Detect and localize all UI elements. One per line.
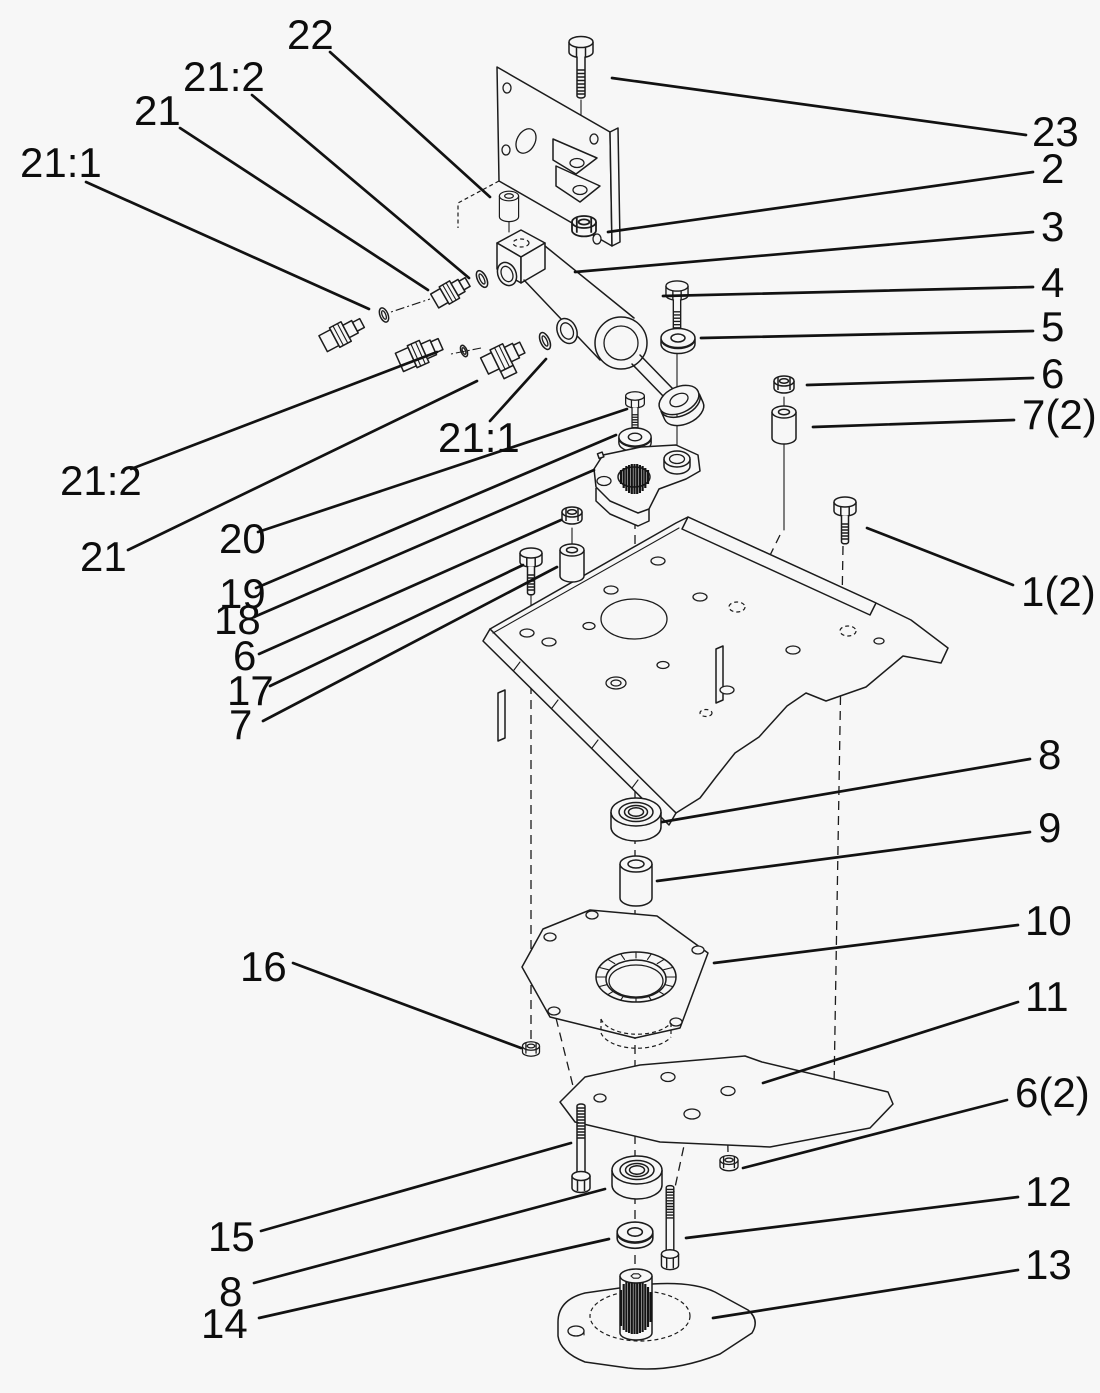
hex-bolt-17	[519, 547, 543, 596]
lock-nut-16	[521, 1041, 541, 1057]
callout-14: 14	[201, 1300, 248, 1347]
callout-17: 17	[227, 667, 274, 714]
washer-14	[616, 1221, 654, 1250]
lock-nut-6	[719, 1154, 739, 1172]
hex-socket	[630, 1273, 642, 1279]
callout-7: 7	[229, 701, 252, 748]
front-flange	[482, 628, 677, 826]
callout-21-2: 21:2	[183, 53, 265, 100]
bearing-8	[610, 797, 662, 842]
callout-labels: 22 21:2 21 21:1 23 2 3 4 5 6 7(2) 1(2) 2…	[20, 11, 1097, 1347]
callout-18: 18	[214, 596, 261, 643]
hydraulic-cylinder	[496, 229, 705, 427]
callout-13: 13	[1025, 1241, 1072, 1288]
lock-nut-6	[773, 375, 795, 394]
callout-6-2: 6(2)	[1015, 1069, 1090, 1116]
callout-1-2: 1(2)	[1021, 568, 1096, 615]
rod-end-eye	[658, 384, 705, 427]
tab	[497, 689, 506, 742]
callout-21-1: 21:1	[438, 414, 520, 461]
hex-bolt-1	[833, 496, 857, 545]
callout-22: 22	[287, 11, 334, 58]
callout-10: 10	[1025, 897, 1072, 944]
splined-shaft	[619, 1268, 653, 1341]
clevis-tab	[555, 165, 601, 203]
callout-6: 6	[233, 632, 256, 679]
callout-3: 3	[1041, 203, 1064, 250]
callout-5: 5	[1041, 303, 1064, 350]
spacer-7	[559, 543, 585, 583]
hose-fitting-21	[318, 317, 366, 353]
callout-9: 9	[1038, 804, 1061, 851]
spacer-22	[498, 190, 520, 223]
bearing-plate-10	[521, 909, 709, 1049]
callout-7-2: 7(2)	[1022, 391, 1097, 438]
bottom-stack	[557, 1103, 756, 1370]
leader-lines	[84, 50, 1035, 1320]
callout-11: 11	[1025, 973, 1069, 1020]
axis-bolt12	[673, 1117, 691, 1193]
base-plate-13	[557, 1268, 756, 1370]
callout-6: 6	[1041, 350, 1064, 397]
clevis-tab	[552, 138, 598, 175]
spacer-9	[619, 855, 653, 907]
hidden-edge	[457, 180, 500, 228]
cylinder-port	[496, 261, 518, 287]
o-ring	[475, 269, 489, 289]
main-mounting-plate	[482, 516, 949, 826]
callout-23: 23	[1032, 108, 1079, 155]
bearing-8	[611, 1155, 663, 1200]
callout-16: 16	[240, 943, 287, 990]
rear-rail	[681, 516, 877, 616]
callout-21-1: 21:1	[20, 139, 102, 186]
cylinder-rod	[631, 354, 674, 399]
bearing-race-hatch	[595, 951, 677, 1003]
hex-bolt-12	[660, 1184, 680, 1271]
hex-bolt-20	[625, 391, 645, 433]
steering-arm-assembly	[519, 280, 857, 596]
hose-fitting-21	[394, 337, 444, 373]
tab	[715, 645, 724, 704]
o-ring	[538, 331, 552, 351]
callout-8: 8	[1038, 731, 1061, 778]
cylinder-port	[556, 317, 578, 345]
callout-21: 21	[80, 533, 127, 580]
elbow-fitting-21-2	[429, 276, 471, 309]
lock-nut-6	[561, 506, 583, 525]
support-bracket-11	[559, 1055, 894, 1148]
callout-8b: 8	[219, 1268, 242, 1315]
lock-nut-2	[571, 215, 597, 238]
callout-21: 21	[134, 87, 181, 134]
callout-12: 12	[1025, 1168, 1072, 1215]
steering-shaft-hole	[600, 598, 668, 640]
callout-20: 20	[219, 515, 266, 562]
hydraulic-fittings	[318, 269, 552, 380]
callout-15: 15	[208, 1213, 255, 1260]
column-stack	[521, 797, 894, 1148]
steering-arm-18	[593, 444, 701, 527]
washer-5	[660, 327, 696, 355]
upper-mounting-bracket	[496, 35, 621, 247]
callout-4: 4	[1041, 259, 1064, 306]
spacer-7	[771, 405, 797, 445]
elbow-fitting-21-2	[479, 341, 526, 380]
hex-bolt-23	[568, 35, 594, 99]
o-ring-21-1	[378, 307, 390, 323]
callout-2: 2	[1041, 145, 1064, 192]
spline-bore	[619, 464, 650, 494]
callout-19: 19	[219, 570, 266, 617]
callout-21-2: 21:2	[60, 457, 142, 504]
